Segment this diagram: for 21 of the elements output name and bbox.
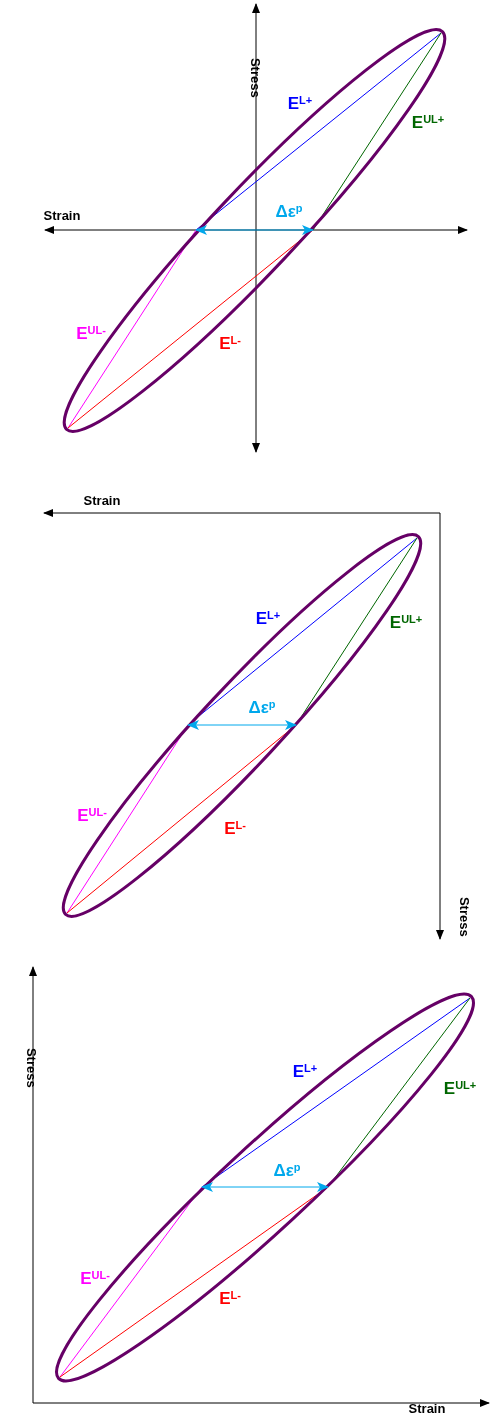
modulus-label: E$^{UL+}$ [389, 613, 423, 631]
modulus-label: E$^{L-}$ [219, 334, 241, 352]
strain-label: Δε$^{p}$ [248, 698, 276, 716]
strain-label: Δε$^{p}$ [273, 1161, 301, 1179]
axis-label: Strain [43, 208, 81, 222]
modulus-label: E$^{UL-}$ [76, 324, 106, 342]
modulus-label: E$^{L-}$ [219, 1289, 241, 1307]
modulus-label: E$^{L+}$ [287, 94, 313, 112]
strain-label: Δε$^{p}$ [275, 202, 303, 220]
modulus-label: E$^{UL-}$ [80, 1269, 110, 1287]
modulus-label: E$^{L+}$ [255, 609, 281, 627]
axis-label: Strain [83, 493, 121, 507]
modulus-label: E$^{L-}$ [224, 819, 246, 837]
axis-label: Strain [408, 1401, 446, 1415]
axis-label: Stress [457, 896, 471, 937]
axis-label: Stress [24, 1047, 38, 1088]
modulus-label: E$^{UL-}$ [77, 806, 107, 824]
modulus-label: E$^{UL+}$ [411, 113, 445, 131]
modulus-label: E$^{L+}$ [292, 1062, 318, 1080]
modulus-label: E$^{UL+}$ [443, 1079, 477, 1097]
axis-label: Stress [248, 57, 262, 98]
